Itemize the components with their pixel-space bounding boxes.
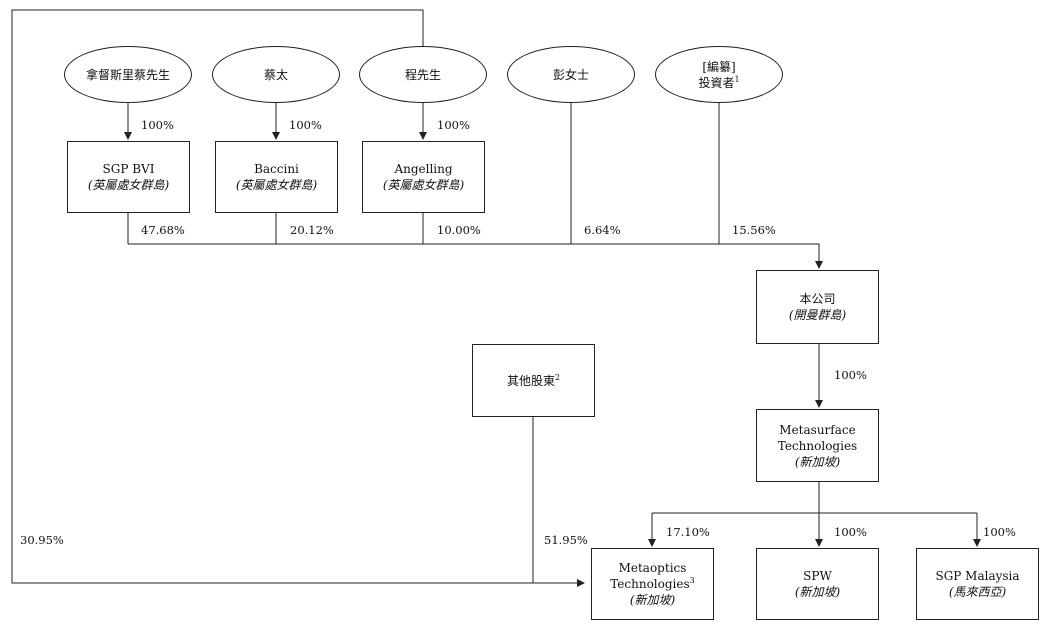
shareholder-cheng: 程先生 <box>359 46 487 103</box>
company-name-line1: Metaoptics <box>618 561 687 575</box>
investors-label-line: 投資者1 <box>698 74 740 90</box>
pct-caitai-to-baccini: 100% <box>289 118 322 132</box>
company-place: (英屬處女群島) <box>235 178 318 192</box>
company-place: (馬來西亞) <box>948 585 1007 599</box>
pct-baccini-to-company: 20.12% <box>290 223 334 237</box>
shareholder-peng: 彭女士 <box>507 46 635 103</box>
node-label-line: 其他股東2 <box>506 372 561 388</box>
line-cheng-to-metaoptics <box>11 9 585 587</box>
shareholder-other: 其他股東2 <box>472 344 595 417</box>
company-sgp-bvi: SGP BVI (英屬處女群島) <box>67 141 190 213</box>
node-label: 彭女士 <box>552 67 589 82</box>
company-place: (新加坡) <box>629 593 676 607</box>
company-place: (新加坡) <box>794 585 841 599</box>
company-place: (新加坡) <box>794 454 841 469</box>
company-place: (英屬處女群島) <box>382 178 465 192</box>
company-name: Baccini <box>254 162 299 176</box>
pct-metasurface-to-sgp-malaysia: 100% <box>983 525 1016 539</box>
shareholder-cai-xiansheng: 拿督斯里蔡先生 <box>64 46 192 103</box>
pct-sgp-bvi-to-company: 47.68% <box>141 223 185 237</box>
footnote-1: 1 <box>734 74 740 84</box>
company-name: SPW <box>803 569 832 583</box>
line-shareholders-to-company <box>128 243 823 269</box>
footnote-2: 2 <box>554 372 561 382</box>
company-name: SGP BVI <box>102 162 155 176</box>
company-spw: SPW (新加坡) <box>756 548 879 620</box>
company-name-line2: Technologies <box>777 438 858 453</box>
pct-metasurface-to-metaoptics: 17.10% <box>666 525 710 539</box>
node-label: 程先生 <box>404 67 441 82</box>
shareholder-cai-tai: 蔡太 <box>212 46 340 103</box>
pct-cai-to-metaoptics: 30.95% <box>20 533 64 547</box>
redacted-label: [編纂] <box>702 59 736 74</box>
pct-angelling-to-company: 10.00% <box>437 223 481 237</box>
company-place: (開曼群島) <box>788 308 847 322</box>
company-baccini: Baccini (英屬處女群島) <box>215 141 338 213</box>
pct-cheng-to-angelling: 100% <box>437 118 470 132</box>
company-metasurface: Metasurface Technologies (新加坡) <box>756 409 879 482</box>
pct-company-to-metasurface: 100% <box>834 368 867 382</box>
company-metaoptics: Metaoptics Technologies3 (新加坡) <box>591 548 714 620</box>
pct-metasurface-to-spw: 100% <box>834 525 867 539</box>
pct-cai-to-sgp-bvi: 100% <box>141 118 174 132</box>
pct-other-to-metaoptics: 51.95% <box>544 533 588 547</box>
shareholder-investors: [編纂] 投資者1 <box>655 46 783 103</box>
company-name: Angelling <box>394 162 453 176</box>
company-sgp-malaysia: SGP Malaysia (馬來西亞) <box>916 548 1039 620</box>
company-name: 本公司 <box>799 292 836 306</box>
company-name: SGP Malaysia <box>935 569 1020 583</box>
company-place: (英屬處女群島) <box>87 178 170 192</box>
footnote-3: 3 <box>689 576 695 585</box>
company-angelling: Angelling (英屬處女群島) <box>362 141 485 213</box>
pct-peng-to-company: 6.64% <box>584 223 621 237</box>
node-label: 蔡太 <box>263 67 288 82</box>
company-name-line1: Metasurface <box>779 422 856 437</box>
company-name-line2: Technologies3 <box>610 576 695 592</box>
company-main: 本公司 (開曼群島) <box>756 270 879 344</box>
node-label: 拿督斯里蔡先生 <box>85 67 170 82</box>
pct-investors-to-company: 15.56% <box>732 223 776 237</box>
